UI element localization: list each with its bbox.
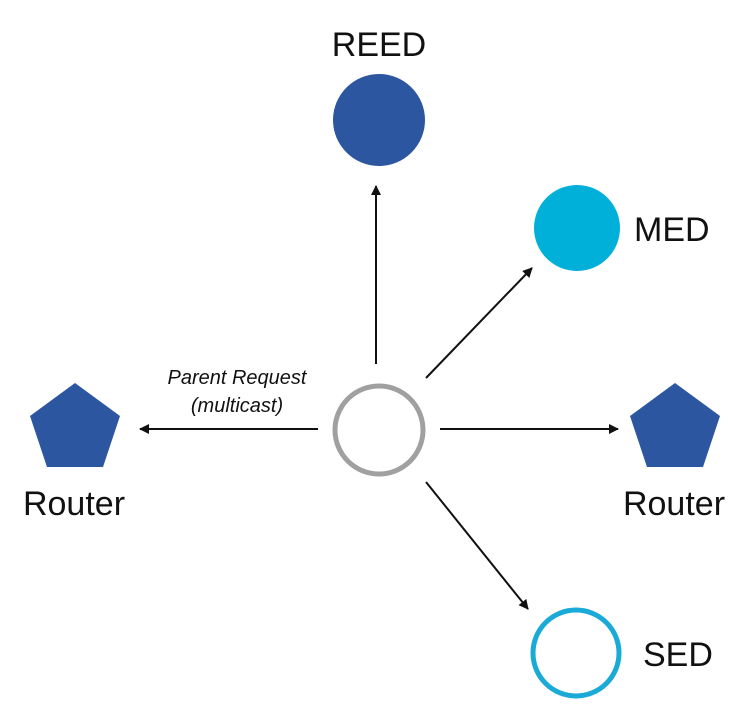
arrow-to-med [425, 267, 533, 379]
med-label: MED [634, 211, 710, 249]
reed-node [333, 74, 425, 166]
parent-request-label: Parent Request [168, 367, 308, 389]
arrow-to-sed [425, 481, 529, 610]
router-left-label: Router [23, 485, 125, 523]
center-node [332, 383, 426, 477]
med-node [534, 185, 620, 271]
router-right-label: Router [623, 485, 725, 523]
router-right-pentagon [630, 383, 720, 467]
sed-label: SED [643, 636, 713, 674]
router-left-pentagon [30, 383, 120, 467]
multicast-label: (multicast) [191, 395, 283, 417]
sed-node [530, 607, 622, 699]
reed-label: REED [332, 26, 426, 64]
